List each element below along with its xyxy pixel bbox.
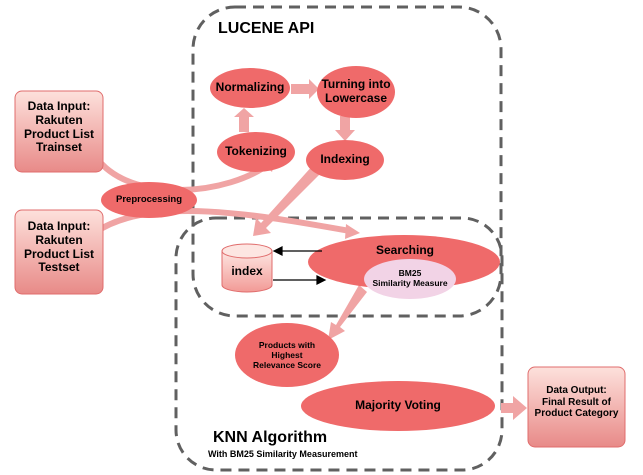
arrowhead-to-index bbox=[272, 246, 283, 256]
indexing-node bbox=[306, 140, 384, 180]
tokenizing-label: Tokenizing bbox=[225, 144, 287, 158]
tokenizing-node bbox=[217, 132, 295, 172]
trainset-input-label: Data Input: Rakuten Product List Trainse… bbox=[23, 99, 94, 155]
knn-algorithm-subtitle: With BM25 Similarity Measurement bbox=[208, 449, 358, 459]
bm25-node bbox=[364, 259, 456, 299]
normalizing-label: Normalizing bbox=[215, 80, 285, 94]
knn-algorithm-title: KNN Algorithm bbox=[213, 429, 328, 446]
index-cylinder bbox=[221, 243, 273, 293]
lowercase-label: Turning into Lowercase bbox=[321, 77, 391, 105]
normalizing-node bbox=[210, 68, 290, 108]
products-label: Products with Highest Relevance Score bbox=[252, 340, 322, 370]
connector-arrowhead-searching bbox=[345, 224, 360, 239]
output-label: Data Output: Final Result of Product Cat… bbox=[534, 385, 619, 419]
arrow-lowercase-to-indexing bbox=[335, 116, 355, 141]
arrow-tokenizing-to-normalizing bbox=[234, 108, 254, 132]
trainset-input-box bbox=[14, 90, 104, 173]
bm25-label: BM25 Similarity Measure bbox=[372, 268, 448, 288]
connector-testset-preprocessing-searching bbox=[94, 208, 351, 235]
testset-input-label: Data Input: Rakuten Product List Testset bbox=[23, 219, 94, 275]
indexing-label: Indexing bbox=[320, 152, 370, 166]
lowercase-node bbox=[317, 66, 395, 118]
index-label: index bbox=[231, 264, 263, 278]
testset-input-box bbox=[14, 209, 104, 295]
arrowhead-to-searching bbox=[316, 275, 327, 285]
preprocessing-node bbox=[101, 182, 197, 218]
knn-algorithm-container bbox=[174, 216, 504, 472]
searching-label: Searching bbox=[375, 243, 435, 257]
voting-label: Majority Voting bbox=[355, 398, 441, 412]
arrow-searching-to-products bbox=[328, 285, 367, 340]
lucene-api-title: LUCENE API bbox=[218, 20, 315, 37]
voting-node bbox=[301, 381, 495, 431]
preprocessing-label: Preprocessing bbox=[116, 194, 182, 205]
output-box bbox=[527, 366, 626, 448]
products-node bbox=[235, 323, 339, 387]
arrow-voting-to-output bbox=[501, 396, 527, 420]
arrow-normalizing-to-lowercase bbox=[291, 79, 319, 99]
